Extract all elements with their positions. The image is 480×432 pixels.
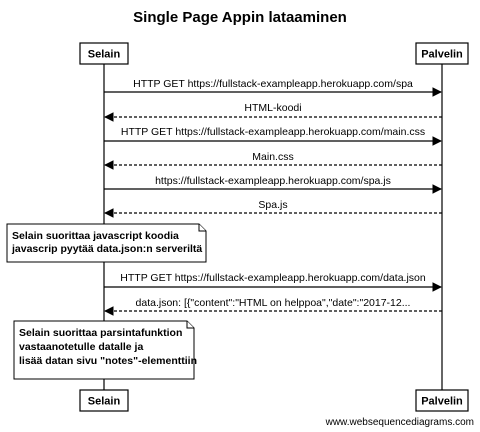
participant-label: Palvelin xyxy=(421,396,463,408)
message-8: data.json: [{"content":"HTML on helppoa"… xyxy=(104,297,442,316)
message-2: HTML-koodi xyxy=(104,102,442,122)
message-label: Spa.js xyxy=(258,199,287,211)
message-label: HTML-koodi xyxy=(244,102,301,114)
note-2: Selain suorittaa parsintafunktion vastaa… xyxy=(13,320,197,380)
note-line: Selain suorittaa parsintafunktion xyxy=(19,327,182,339)
message-3: HTTP GET https://fullstack-exampleapp.he… xyxy=(104,126,442,146)
note-line: Selain suorittaa javascript koodia xyxy=(12,230,179,242)
message-label: Main.css xyxy=(252,151,293,163)
participant-palvelin-bottom: Palvelin xyxy=(415,389,469,412)
participant-label: Selain xyxy=(88,396,121,408)
message-label: https://fullstack-exampleapp.herokuapp.c… xyxy=(155,175,391,187)
participant-label: Selain xyxy=(88,49,121,61)
participant-palvelin-top: Palvelin xyxy=(415,42,469,65)
message-4: Main.css xyxy=(104,151,442,170)
note-1: Selain suorittaa javascript koodia javas… xyxy=(6,223,207,263)
diagram-title: Single Page Appin lataaminen xyxy=(133,9,347,26)
message-1: HTTP GET https://fullstack-exampleapp.he… xyxy=(104,78,442,97)
note-line: lisää datan sivu "notes"-elementtiin xyxy=(19,355,197,367)
participant-selain-top: Selain xyxy=(79,42,129,65)
note-line: vastaanotetulle datalle ja xyxy=(19,341,143,353)
note-line: javascrip pyytää data.json:n serveriltä xyxy=(11,243,202,255)
participant-label: Palvelin xyxy=(421,49,463,61)
message-label: data.json: [{"content":"HTML on helppoa"… xyxy=(136,297,411,309)
watermark: www.websequencediagrams.com xyxy=(325,417,474,428)
message-label: HTTP GET https://fullstack-exampleapp.he… xyxy=(120,272,426,284)
message-5: https://fullstack-exampleapp.herokuapp.c… xyxy=(104,175,442,194)
message-7: HTTP GET https://fullstack-exampleapp.he… xyxy=(104,272,442,292)
message-label: HTTP GET https://fullstack-exampleapp.he… xyxy=(121,126,425,138)
message-label: HTTP GET https://fullstack-exampleapp.he… xyxy=(133,78,413,90)
message-6: Spa.js xyxy=(104,199,442,218)
participant-selain-bottom: Selain xyxy=(79,389,129,412)
